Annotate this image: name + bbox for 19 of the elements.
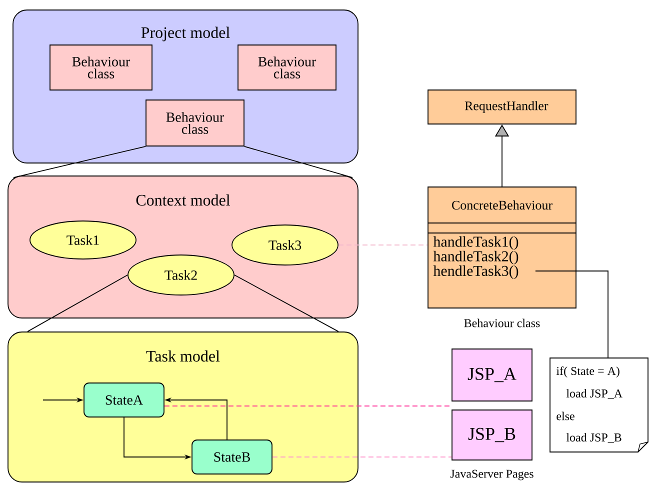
connector-line bbox=[27, 274, 128, 332]
connector-line bbox=[234, 274, 339, 332]
page-box: JSP_A bbox=[452, 348, 532, 402]
class-box: ConcreteBehaviour handleTask1() handleTask2() hendleTask3() bbox=[428, 186, 576, 308]
class-box: Behaviour class bbox=[146, 100, 244, 146]
connector-line bbox=[535, 270, 608, 358]
state-box: StateA bbox=[84, 382, 164, 418]
page-box: JSP_B bbox=[452, 410, 532, 460]
connector-line bbox=[272, 456, 452, 458]
state-box: StateB bbox=[192, 440, 272, 474]
connector-line bbox=[338, 244, 428, 246]
connector-line bbox=[13, 146, 146, 178]
note-box: if( State = A) load JSP_A else load JSP_B bbox=[550, 358, 648, 452]
class-box: Behaviour class bbox=[50, 44, 152, 90]
node-label: JavaServer Pages bbox=[450, 470, 534, 480]
class-box: RequestHandler bbox=[428, 90, 576, 124]
class-box: Behaviour class bbox=[238, 44, 336, 90]
connector-line bbox=[244, 146, 353, 178]
node-label: Behaviour class bbox=[464, 318, 540, 328]
